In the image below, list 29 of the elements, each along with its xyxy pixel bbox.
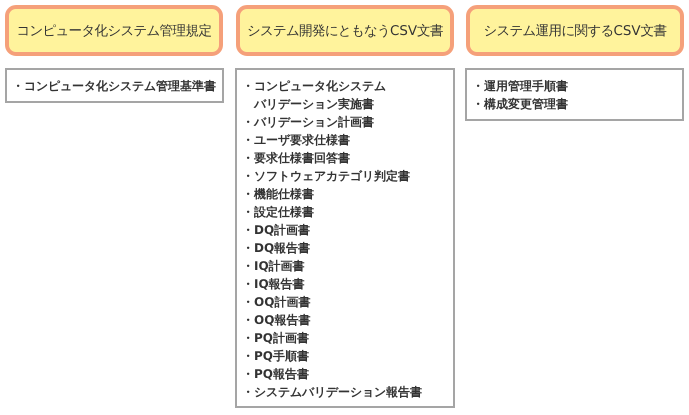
- header-title: コンピュータ化システム管理規定: [16, 22, 212, 40]
- list-item: ・構成変更管理書: [472, 96, 569, 113]
- header-title: システム運用に関するCSV文書: [483, 22, 666, 40]
- list-item: ・設定仕様書: [242, 204, 315, 221]
- document-list-panel: [235, 68, 455, 408]
- document-list-panel: [5, 68, 224, 103]
- list-item: ・システムバリデーション報告書: [242, 384, 423, 401]
- list-item: ・ソフトウェアカテゴリ判定書: [242, 168, 411, 185]
- category-header: [5, 5, 223, 56]
- list-item: ・コンピュータ化システム管理基準書: [12, 78, 217, 95]
- list-item: ・DQ報告書: [242, 240, 312, 257]
- list-item: ・コンピュータ化システムバリデーション実施書: [242, 78, 387, 113]
- document-list-panel: [465, 68, 684, 121]
- list-item: ・OQ計画書: [242, 294, 312, 311]
- list-item: ・要求仕様書回答書: [242, 150, 351, 167]
- list-item: ・PQ計画書: [242, 330, 310, 347]
- list-item: ・IQ計画書: [242, 258, 306, 275]
- list-item: ・PQ手順書: [242, 348, 310, 365]
- list-item: ・DQ計画書: [242, 222, 312, 239]
- list-item: ・OQ報告書: [242, 312, 312, 329]
- list-item: ・IQ報告書: [242, 276, 306, 293]
- header-title: システム開発にともなうCSV文書: [246, 22, 443, 40]
- category-header: [466, 5, 684, 56]
- list-item: ・ユーザ要求仕様書: [242, 132, 351, 149]
- list-item: ・バリデーション計画書: [242, 114, 375, 131]
- list-item: ・機能仕様書: [242, 186, 315, 203]
- category-header: [236, 5, 454, 56]
- list-item: ・運用管理手順書: [472, 78, 569, 95]
- list-item: ・PQ報告書: [242, 366, 310, 383]
